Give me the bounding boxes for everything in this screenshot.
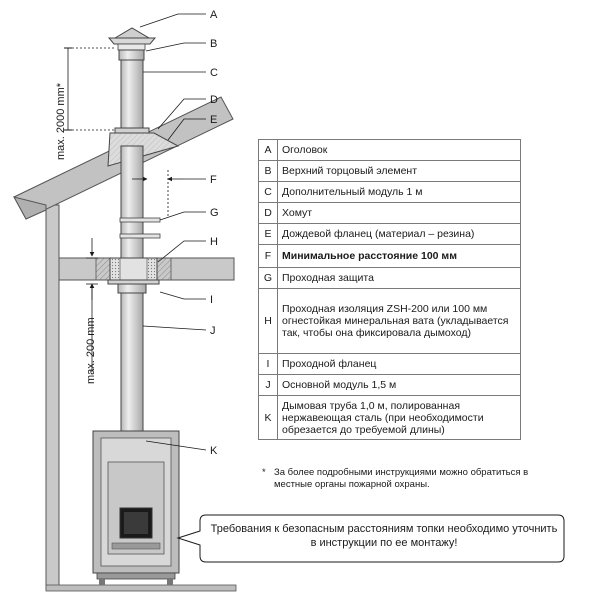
legend-description: Проходная изоляция ZSH-200 или 100 мм ог… xyxy=(277,288,521,354)
floor-ground xyxy=(45,584,237,592)
legend-description: Проходная защита xyxy=(277,267,521,289)
dimension-floor: max. 200 mm xyxy=(85,238,98,384)
letter-g: G xyxy=(210,207,219,219)
legend-description: Дополнительный модуль 1 м xyxy=(277,181,521,203)
legend-description: Хомут xyxy=(277,202,521,224)
callout-text: Требования к безопасным расстояниям топк… xyxy=(210,523,558,549)
dimension-floor-label: max. 200 mm xyxy=(85,317,97,384)
letter-i: I xyxy=(210,294,213,306)
legend-description: Проходной фланец xyxy=(277,353,521,375)
leader-lines xyxy=(139,13,207,451)
extension-module xyxy=(120,59,144,129)
part-letters: A B C D E F G H I J K xyxy=(210,9,219,457)
legend-key: B xyxy=(258,160,278,182)
legend-key: I xyxy=(258,353,278,375)
legend-key: E xyxy=(258,223,278,245)
top-end-element xyxy=(118,49,145,61)
letter-e: E xyxy=(210,114,217,126)
letter-a: A xyxy=(210,9,218,21)
stove xyxy=(92,430,180,585)
callout-bubble xyxy=(176,514,565,563)
legend-key: A xyxy=(258,139,278,161)
letter-d: D xyxy=(210,94,218,106)
dimension-top: max. 2000 mm* xyxy=(55,47,114,160)
legend-key: K xyxy=(258,395,278,440)
legend-key: D xyxy=(258,202,278,224)
legend-description: Верхний торцовый элемент xyxy=(277,160,521,182)
legend-description: Основной модуль 1,5 м xyxy=(277,374,521,396)
letter-f: F xyxy=(210,174,217,186)
dimension-top-label: max. 2000 mm* xyxy=(55,82,67,160)
legend-key: C xyxy=(258,181,278,203)
legend-description: Минимальное расстояние 100 мм xyxy=(277,244,521,268)
legend-key: G xyxy=(258,267,278,289)
legend-key: H xyxy=(258,288,278,354)
letter-j: J xyxy=(210,325,216,337)
pass-through-flange xyxy=(107,279,160,294)
chimney-pipe-upper xyxy=(120,145,144,259)
wall xyxy=(45,204,60,590)
footnote-star: * xyxy=(262,467,266,478)
legend-key: J xyxy=(258,374,278,396)
letter-k: K xyxy=(210,445,218,457)
letter-c: C xyxy=(210,67,218,79)
chimney-cap xyxy=(107,27,157,51)
footnote-text: За более подробными инструкциями можно о… xyxy=(274,467,529,490)
letter-b: B xyxy=(210,38,217,50)
legend-description: Оголовок xyxy=(277,139,521,161)
letter-h: H xyxy=(210,236,218,248)
main-module xyxy=(120,292,144,432)
legend-description: Дождевой фланец (материал – резина) xyxy=(277,223,521,245)
legend-description: Дымовая труба 1,0 м, полированная нержав… xyxy=(277,395,521,440)
footnote: * За более подробными инструкциями можно… xyxy=(262,467,562,491)
legend-key: F xyxy=(258,244,278,268)
distance-marker-f xyxy=(132,170,183,216)
